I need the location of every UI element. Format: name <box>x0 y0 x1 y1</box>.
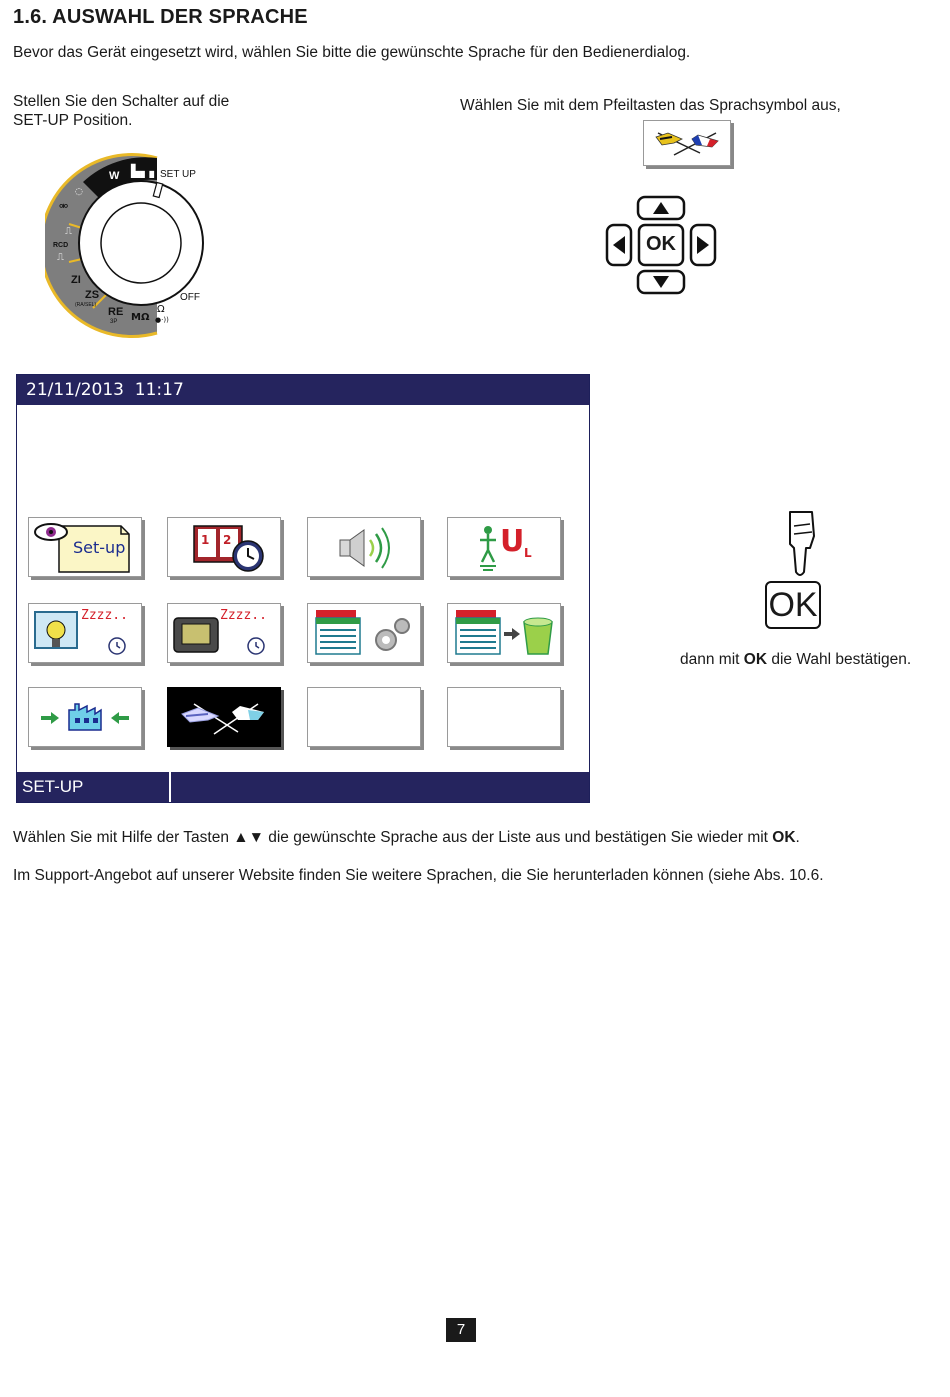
para1-ok: OK <box>772 829 796 846</box>
tile-contact-voltage[interactable]: U L <box>447 517 561 577</box>
memory-config-icon <box>315 610 410 655</box>
date-time-icon: 1 2 <box>193 525 264 572</box>
svg-text:⎍: ⎍ <box>65 226 72 237</box>
svg-text:2: 2 <box>223 533 231 547</box>
tile-setup-display[interactable]: Set-up <box>28 517 142 577</box>
switch-instruction: Stellen Sie den Schalter auf die SET-UP … <box>13 92 229 130</box>
dial-w-label: W <box>109 170 120 182</box>
dial-3p-label: 3P <box>110 319 117 325</box>
confirm-text: dann mit OK die Wahl bestätigen. <box>680 650 911 669</box>
arrow-instruction: Wählen Sie mit dem Pfeiltasten das Sprac… <box>460 97 841 114</box>
pointing-hand-icon <box>782 508 822 583</box>
right-arrow-icon <box>697 236 709 254</box>
backlight-sleep-text: Zzzz.. <box>81 608 128 623</box>
language-symbol-button <box>643 120 731 166</box>
dial-ra-sel-label: (RA/SEL) <box>75 302 96 308</box>
auto-off-icon <box>173 617 265 655</box>
auto-off-text: Zzzz.. <box>220 608 267 623</box>
para1-prefix: Wählen Sie mit Hilfe der Tasten ▲▼ die g… <box>13 829 773 846</box>
tile-memory-erase[interactable] <box>447 603 561 663</box>
select-language-paragraph: Wählen Sie mit Hilfe der Tasten ▲▼ die g… <box>13 828 800 847</box>
ok-key-label: OK <box>646 233 676 255</box>
dial-zs-label: ZS <box>85 289 99 301</box>
left-arrow-icon <box>613 236 625 254</box>
support-paragraph: Im Support-Angebot auf unserer Website f… <box>13 867 824 884</box>
language-flags-icon <box>655 132 719 156</box>
down-arrow-icon <box>653 276 669 288</box>
switch-instruction-line-1: Stellen Sie den Schalter auf die <box>13 93 230 110</box>
dial-rcd-label: RCD <box>53 242 68 249</box>
backlight-sleep-icon <box>34 611 126 655</box>
language-flags-icon <box>181 703 264 735</box>
footer-setup-label: SET-UP <box>22 777 84 796</box>
ok-button-illustration: OK <box>765 581 821 629</box>
confirm-text-prefix: dann mit <box>680 651 744 668</box>
up-arrow-icon <box>653 202 669 214</box>
contact-voltage-icon <box>480 526 496 571</box>
dial-zi-label: ZI <box>71 274 81 286</box>
svg-text:●·)): ●·)) <box>155 316 169 324</box>
dial-ohm-label: Ω <box>157 304 165 315</box>
para1-suffix: . <box>795 829 800 846</box>
arrow-keypad: OK <box>604 195 719 302</box>
screen-footer: SET-UP <box>17 772 589 802</box>
sound-icon <box>339 527 390 569</box>
switch-instruction-line-2: SET-UP Position. <box>13 112 133 129</box>
memory-erase-icon <box>455 610 553 655</box>
rotary-switch-graphic: W ▙▖▖ ◌ ⚮ ⎍ RCD ⎍ ZI ZS (RA/SEL) RE 3P M… <box>39 153 204 338</box>
dial-mohm-label: MΩ <box>131 312 150 323</box>
footer-divider <box>169 772 171 802</box>
contact-voltage-u: U <box>500 524 525 559</box>
tile-empty-1 <box>307 687 421 747</box>
tile-factory-reset[interactable] <box>28 687 142 747</box>
setup-tile-text: Set-up <box>73 538 126 557</box>
confirm-text-ok: OK <box>743 651 768 668</box>
confirm-text-suffix: die Wahl bestätigen. <box>767 651 912 668</box>
section-heading: 1.6. AUSWAHL DER SPRACHE <box>13 6 308 28</box>
contact-voltage-l: L <box>524 546 532 560</box>
svg-text:⎍: ⎍ <box>57 252 64 263</box>
dial-re-label: RE <box>108 306 123 318</box>
rotary-switch: W ▙▖▖ ◌ ⚮ ⎍ RCD ⎍ ZI ZS (RA/SEL) RE 3P M… <box>39 150 215 345</box>
svg-text:⚮: ⚮ <box>59 200 68 213</box>
setup-display-icon <box>34 523 130 573</box>
dial-off-label: OFF <box>180 292 200 303</box>
tile-backlight-sleep[interactable]: Zzzz.. <box>28 603 142 663</box>
tile-auto-off[interactable]: Zzzz.. <box>167 603 281 663</box>
tile-sound[interactable] <box>307 517 421 577</box>
screen-datetime: 21/11/2013 11:17 <box>17 375 589 405</box>
tile-memory-config[interactable] <box>307 603 421 663</box>
ok-key <box>637 223 685 267</box>
tile-date-time[interactable]: 1 2 <box>167 517 281 577</box>
dial-setup-label: SET UP <box>160 169 196 180</box>
svg-text:1: 1 <box>201 533 209 547</box>
tile-language-selected[interactable] <box>167 687 281 747</box>
intro-text: Bevor das Gerät eingesetzt wird, wählen … <box>13 44 691 61</box>
svg-text:◌: ◌ <box>75 187 83 197</box>
tile-empty-2 <box>447 687 561 747</box>
factory-reset-icon <box>41 703 129 731</box>
svg-text:▙▖▖: ▙▖▖ <box>130 163 159 178</box>
page-number: 7 <box>446 1318 476 1342</box>
device-screen: 21/11/2013 11:17 Set-up 1 2 <box>16 374 590 803</box>
